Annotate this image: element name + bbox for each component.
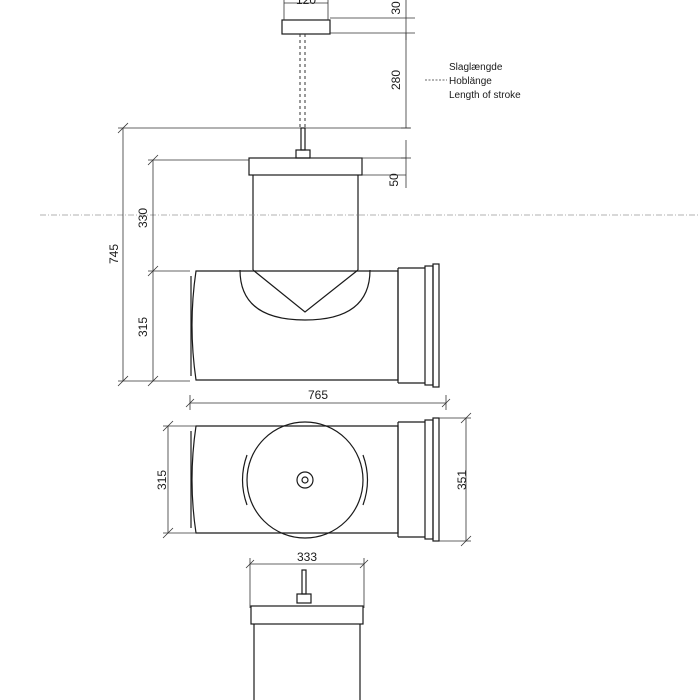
- dim-plan-pipe: 315: [155, 420, 196, 539]
- dim-top-width-label: 120: [296, 0, 316, 7]
- dim-total-label: 745: [107, 244, 121, 264]
- dim-end-width-label: 333: [297, 550, 317, 564]
- cap-elevation: 50: [248, 140, 411, 188]
- dim-end-width: 333: [245, 550, 369, 608]
- actuator-head: [281, 19, 331, 35]
- dim-pipe: 315: [136, 271, 159, 387]
- dim-total: 745: [107, 122, 190, 387]
- cap-circle: [246, 421, 364, 539]
- pipe-body-plan: [190, 417, 440, 542]
- dim-plan-pipe-label: 315: [155, 470, 169, 490]
- dim-pipe-label: 315: [136, 317, 150, 337]
- dim-cap-label: 50: [387, 173, 401, 187]
- dim-neck: 330: [136, 154, 249, 277]
- dim-stroke: 280: [389, 33, 411, 129]
- actuator-raised: [281, 19, 331, 128]
- actuator-stem: [295, 127, 311, 159]
- pipe-body-elevation: [190, 263, 440, 388]
- dim-top-partial: 30: [330, 0, 415, 40]
- dim-stroke-label: 280: [389, 70, 403, 90]
- dim-plan-socket-label: 351: [455, 470, 469, 490]
- dim-length-label: 765: [308, 388, 328, 402]
- dim-top-width: 120: [283, 0, 329, 20]
- note-line-swedish: Hoblänge: [449, 76, 492, 87]
- neck: [252, 175, 359, 270]
- dim-neck-label: 330: [136, 208, 150, 228]
- dim-length: 765: [185, 388, 451, 410]
- stroke-note: Slaglængde Hoblänge Length of stroke: [425, 62, 521, 101]
- note-line-english: Length of stroke: [449, 90, 521, 101]
- note-line-danish: Slaglængde: [449, 62, 503, 73]
- end-view: [250, 569, 364, 700]
- dim-plan-socket: 351: [439, 412, 472, 547]
- dim-top-partial-label: 30: [389, 1, 403, 15]
